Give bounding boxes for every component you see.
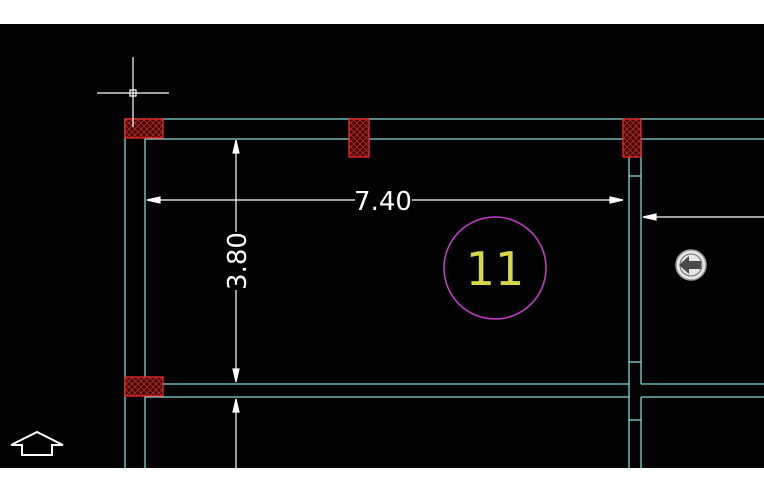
- walls: [124, 118, 764, 468]
- dimension-vertical: [232, 139, 240, 468]
- drawing-canvas[interactable]: 7.40 3.80 11: [0, 24, 764, 468]
- column: [124, 376, 164, 397]
- columns: [124, 118, 642, 397]
- crosshair-cursor-icon: [97, 57, 169, 127]
- dimension-horizontal: [146, 196, 624, 204]
- room-tag-circle: [443, 216, 547, 320]
- dimension-right-partial: [642, 213, 764, 221]
- column: [622, 118, 642, 158]
- column: [348, 118, 370, 158]
- pan-left-arrow-icon[interactable]: [675, 249, 707, 281]
- room-number: 11: [466, 242, 525, 296]
- dimension-vertical-label: 3.80: [223, 232, 253, 290]
- dimension-horizontal-label: 7.40: [354, 187, 412, 217]
- pan-up-arrow-icon[interactable]: [10, 430, 64, 456]
- column: [124, 118, 164, 139]
